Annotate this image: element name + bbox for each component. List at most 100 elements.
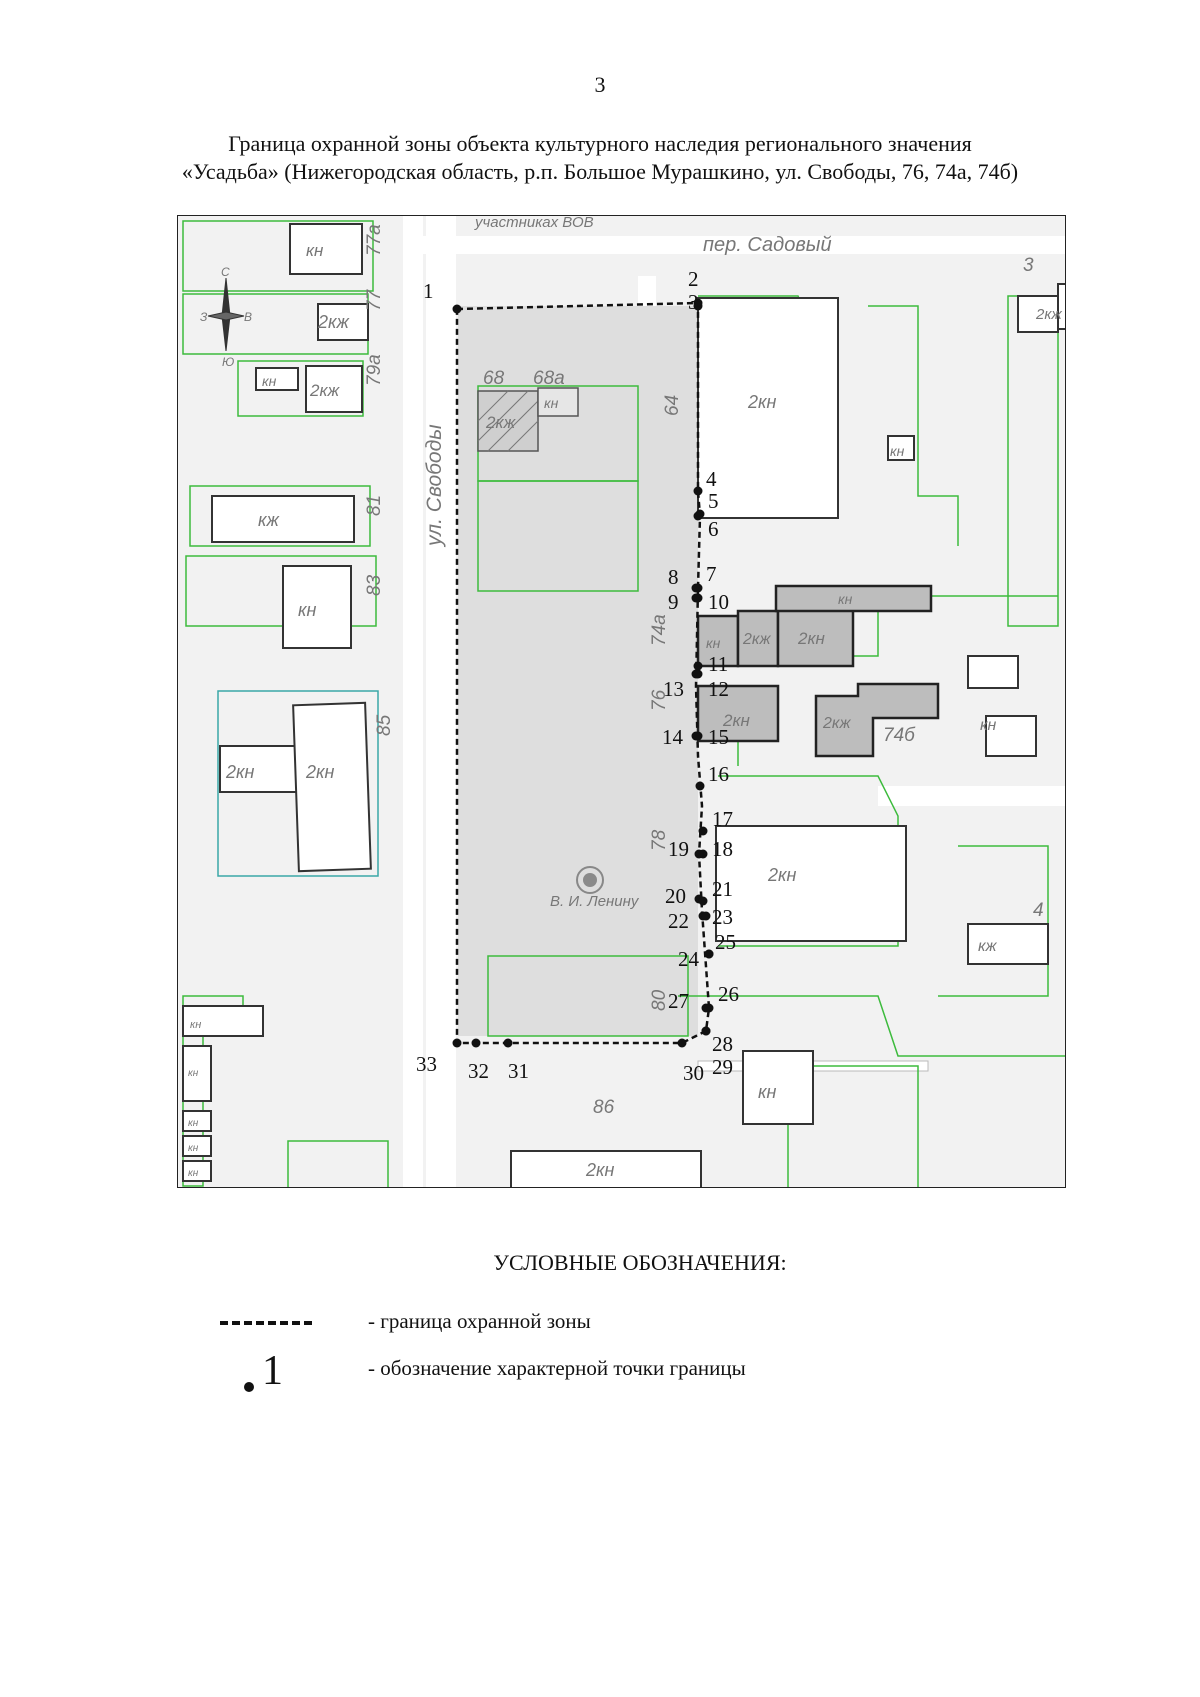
- building-label: 2кж: [317, 312, 351, 332]
- building-label: 2кн: [305, 762, 335, 782]
- house-number-68: 68: [483, 368, 505, 389]
- building-label: 2кж: [485, 413, 516, 432]
- house-number-74б: 74б: [883, 725, 916, 746]
- protection-zone-boundary: [455, 301, 711, 1045]
- boundary-point-label-23: 23: [712, 905, 733, 929]
- building-label: кн: [188, 1143, 199, 1154]
- house-number-81: 81: [364, 495, 385, 516]
- house-number-79а: 79а: [364, 354, 385, 386]
- building-label: кн: [306, 241, 324, 260]
- house-number-74а: 74а: [649, 614, 670, 646]
- street-label-sadovy: пер. Садовый: [703, 234, 832, 256]
- boundary-point-8: [691, 583, 701, 593]
- compass-south: Ю: [222, 355, 234, 369]
- boundary-point-label-7: 7: [706, 562, 717, 586]
- boundary-point-6: [693, 511, 703, 521]
- house-number-3: 3: [1023, 255, 1034, 276]
- building-label: кн: [188, 1118, 199, 1129]
- boundary-point-label-24: 24: [678, 947, 700, 971]
- roads: [403, 216, 1065, 1187]
- boundary-point-label-15: 15: [708, 725, 729, 749]
- building-label: 2кн: [225, 762, 255, 782]
- boundary-point-label-14: 14: [662, 725, 684, 749]
- house-number-78: 78: [649, 829, 670, 851]
- boundary-point-19: [694, 849, 704, 859]
- legend-point-number: 1: [262, 1348, 283, 1394]
- street-label-top: участниках ВОВ: [474, 216, 594, 231]
- building-label: 2кж: [822, 715, 851, 732]
- boundary-point-label-20: 20: [665, 884, 686, 908]
- compass-west: З: [200, 310, 208, 324]
- building-label: 2кн: [722, 711, 750, 730]
- boundary-point-label-32: 32: [468, 1059, 489, 1083]
- boundary-point-27: [701, 1003, 711, 1013]
- building-label: кн: [758, 1082, 776, 1102]
- building-label: 2кн: [585, 1160, 615, 1180]
- building-label: кн: [188, 1068, 199, 1079]
- building-label: кн: [890, 443, 905, 459]
- boundary-point-21: [698, 896, 708, 906]
- house-number-4: 4: [1033, 900, 1044, 921]
- boundary-point-3: [693, 301, 703, 311]
- boundary-point-label-10: 10: [708, 590, 729, 614]
- building-label: кн: [706, 635, 721, 651]
- boundary-point-32: [471, 1038, 481, 1048]
- boundary-point-label-25: 25: [715, 930, 736, 954]
- boundary-point-label-5: 5: [708, 489, 719, 513]
- building-label: кж: [258, 510, 280, 530]
- house-number-76: 76: [649, 689, 670, 711]
- boundary-point-markers: [452, 298, 714, 1048]
- boundary-point-25: [704, 949, 714, 959]
- boundary-point-label-12: 12: [708, 677, 729, 701]
- legend-point-text: - обозначение характерной точки границы: [368, 1356, 746, 1380]
- boundary-point-1: [452, 304, 462, 314]
- boundary-point-30: [677, 1038, 687, 1048]
- house-number-64: 64: [662, 395, 683, 416]
- boundary-point-label-28: 28: [712, 1032, 733, 1056]
- boundary-point-label-3: 3: [688, 290, 699, 314]
- boundary-point-15: [693, 731, 703, 741]
- building-label: кн: [838, 591, 853, 607]
- boundary-point-label-29: 29: [712, 1055, 733, 1079]
- compass-icon: [207, 277, 245, 352]
- boundary-point-label-1: 1: [423, 279, 434, 303]
- boundary-point-10: [693, 593, 703, 603]
- boundary-point-label-26: 26: [718, 982, 739, 1006]
- building-label: кн: [980, 717, 997, 734]
- page-number: 3: [594, 72, 606, 97]
- boundary-point-label-22: 22: [668, 909, 689, 933]
- legend-boundary-text: - граница охранной зоны: [368, 1309, 591, 1333]
- house-number-80: 80: [649, 989, 670, 1011]
- house-number-85: 85: [374, 714, 395, 736]
- heritage-buildings: [696, 584, 940, 758]
- legend-boundary-symbol: [210, 1305, 320, 1345]
- building-label: кж: [978, 938, 998, 955]
- boundary-point-label-17: 17: [712, 807, 733, 831]
- boundary-point-label-16: 16: [708, 762, 729, 786]
- boundary-point-13: [691, 669, 701, 679]
- boundary-point-4: [693, 486, 703, 496]
- house-number-68а: 68а: [533, 368, 565, 389]
- street-label-svobody: ул. Свободы: [423, 424, 446, 548]
- boundary-point-label-2: 2: [688, 267, 699, 291]
- building-label: 2кж: [742, 631, 771, 648]
- building-label: кн: [298, 600, 316, 620]
- point-dot-icon: [244, 1382, 254, 1392]
- boundary-point-label-33: 33: [416, 1052, 437, 1076]
- boundary-point-label-18: 18: [712, 837, 733, 861]
- building-label: 2кн: [747, 392, 777, 412]
- boundary-point-label-19: 19: [668, 837, 689, 861]
- page-title: Граница охранной зоны объекта культурног…: [60, 130, 1140, 186]
- house-number-77а: 77а: [364, 224, 385, 256]
- boundary-point-label-6: 6: [708, 517, 719, 541]
- monument-icon: [576, 866, 604, 894]
- monument-label: В. И. Ленину: [550, 893, 640, 910]
- building-label: кн: [190, 1019, 201, 1031]
- building-label: 2кж: [309, 381, 340, 400]
- boundary-point-label-8: 8: [668, 565, 679, 589]
- compass-north: С: [221, 265, 230, 279]
- boundary-point-label-11: 11: [708, 652, 728, 676]
- legend-row-boundary: - граница охранной зоны: [200, 1305, 1020, 1345]
